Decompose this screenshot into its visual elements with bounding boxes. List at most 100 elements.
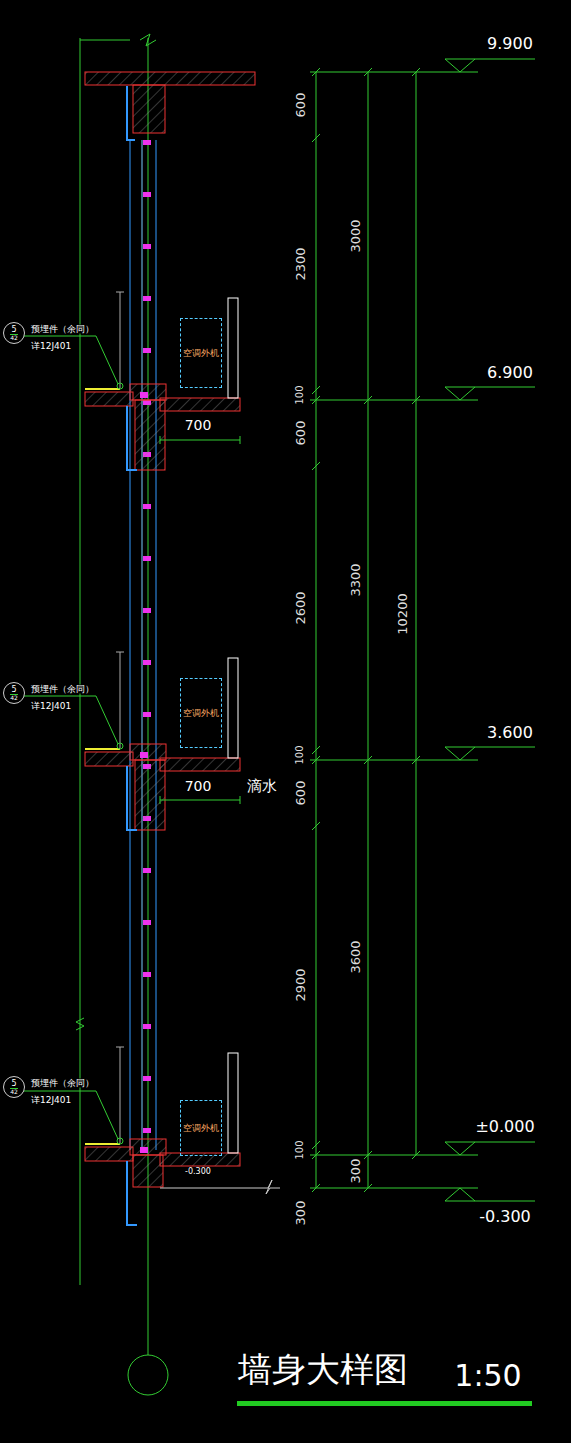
- dim-tick: [412, 396, 420, 404]
- clip-mark: [143, 868, 151, 873]
- dimension: 2300: [294, 246, 307, 281]
- dimension: 300: [294, 1200, 307, 1227]
- ac-unit-box: 空调外机: [180, 678, 222, 748]
- dimension: 600: [294, 780, 307, 807]
- ac-platform: [160, 758, 240, 771]
- ac-platform: [160, 1153, 240, 1166]
- dimension: 600: [294, 420, 307, 447]
- ac-unit-label: 空调外机: [183, 1124, 219, 1133]
- railing: [116, 652, 124, 748]
- railing: [116, 292, 124, 388]
- clip-mark: [143, 1076, 151, 1081]
- level-line: [310, 400, 478, 401]
- annotation: -0.300: [478, 1209, 532, 1225]
- clip-mark: [143, 660, 151, 665]
- annotation: 详12J401: [30, 1096, 72, 1105]
- level-line: [310, 1155, 478, 1156]
- dimension: 100: [295, 384, 305, 405]
- clip-mark: [143, 920, 151, 925]
- balcony-slab: [85, 752, 133, 766]
- floor-finish: [85, 388, 120, 390]
- ground-line: [160, 1180, 280, 1194]
- annotation: 700: [184, 779, 213, 793]
- clip-mark: [140, 392, 148, 398]
- dim-tick: [364, 756, 372, 764]
- annotation: 700: [184, 418, 213, 432]
- dim-line: [160, 436, 240, 444]
- annotation: 1:50: [453, 1361, 522, 1391]
- annotation: 3.600: [486, 725, 534, 741]
- dim-tick: [312, 746, 320, 754]
- clip-mark: [143, 192, 151, 197]
- annotation: 预埋件（余同）: [30, 325, 95, 334]
- level-symbol: [445, 387, 535, 400]
- annotation: ±0.000: [474, 1119, 535, 1135]
- clip-mark: [143, 608, 151, 613]
- floor-finish: [85, 1143, 120, 1145]
- dimension: 100: [295, 1139, 305, 1160]
- annotation: 预埋件（余同）: [30, 685, 95, 694]
- dim-tick: [364, 1184, 372, 1192]
- dim-tick: [364, 396, 372, 404]
- annotation: -0.300: [184, 1168, 212, 1176]
- annotation: 6.900: [486, 365, 534, 381]
- annotation: 预埋件（余同）: [30, 1079, 95, 1088]
- dimension: 3300: [349, 562, 362, 597]
- drawing-title: 墙身大样图: [237, 1352, 409, 1386]
- sheet-number: 42: [10, 1088, 18, 1095]
- cladding-line: [142, 140, 143, 1150]
- level-symbol: [445, 1142, 535, 1155]
- leader-line: [22, 696, 118, 744]
- dimension: 10200: [396, 592, 409, 635]
- cladding-line: [156, 140, 157, 1150]
- insulation: [127, 406, 137, 470]
- dim-tick: [312, 386, 320, 394]
- level-line: [310, 760, 478, 761]
- dimension: 2600: [294, 590, 307, 625]
- dim-tick: [312, 1141, 320, 1149]
- dimension: 3600: [349, 939, 362, 974]
- dimension: 2900: [294, 967, 307, 1002]
- sheet-number: 42: [10, 334, 18, 341]
- detail-number: 5: [11, 1080, 16, 1088]
- level-symbol: [445, 747, 535, 760]
- level-line: [310, 1188, 478, 1189]
- railing: [116, 1047, 124, 1143]
- clip-mark: [143, 504, 151, 509]
- level-line: [310, 72, 478, 73]
- floor-finish: [85, 748, 120, 750]
- balcony-slab: [85, 392, 133, 406]
- dim-tick: [412, 1151, 420, 1159]
- dimension: 3000: [349, 218, 362, 253]
- clip-mark: [143, 972, 151, 977]
- clip-mark: [143, 556, 151, 561]
- dim-tick: [364, 1151, 372, 1159]
- ac-parapet: [228, 1053, 238, 1153]
- dimension: 100: [295, 744, 305, 765]
- clip-mark: [140, 752, 148, 758]
- dim-tick: [312, 822, 320, 830]
- clip-mark: [143, 1024, 151, 1029]
- detail-callout: 542: [3, 1076, 25, 1098]
- dim-tick: [412, 756, 420, 764]
- ac-unit-box: 空调外机: [180, 1100, 222, 1156]
- dimension: 300: [349, 1158, 362, 1185]
- clip-mark: [143, 1128, 151, 1133]
- sheet-number: 42: [10, 694, 18, 701]
- footing: [133, 1155, 163, 1187]
- level-symbol: [445, 59, 535, 72]
- annotation: 滴水: [246, 779, 278, 794]
- balcony-slab: [85, 1147, 133, 1161]
- detail-number: 5: [11, 326, 16, 334]
- beam: [135, 760, 165, 830]
- ac-platform: [160, 398, 240, 411]
- clip-mark: [143, 296, 151, 301]
- ac-parapet: [228, 658, 238, 758]
- annotation: 详12J401: [30, 702, 72, 711]
- detail-callout: 542: [3, 682, 25, 704]
- level-symbol: [445, 1188, 535, 1201]
- insulation: [127, 766, 137, 830]
- ac-unit-label: 空调外机: [183, 709, 219, 718]
- insulation: [127, 1161, 137, 1225]
- ac-unit-box: 空调外机: [180, 318, 222, 388]
